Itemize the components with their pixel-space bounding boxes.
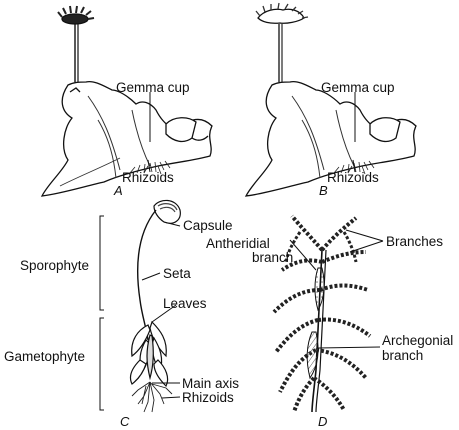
panel-letter-b: B xyxy=(319,183,328,198)
gemma-cup-b xyxy=(370,118,400,142)
label-antheridial-line2: branch xyxy=(252,250,293,265)
antheridiophore-disc-a xyxy=(58,6,94,24)
branched-plant-d xyxy=(274,216,370,412)
archegoniophore-disc-b xyxy=(256,3,308,23)
label-gametophyte: Gametophyte xyxy=(4,349,85,364)
label-rhizoids-c: Rhizoids xyxy=(182,390,234,405)
label-archegonial-line2: branch xyxy=(382,348,423,363)
thallus-b xyxy=(246,3,416,196)
label-leaves: Leaves xyxy=(163,296,207,311)
branch-group-d xyxy=(274,216,370,412)
leaders-d xyxy=(290,230,383,348)
label-gemma-cup-b: Gemma cup xyxy=(321,80,395,95)
label-sporophyte: Sporophyte xyxy=(20,258,89,273)
label-archegonial-line1: Archegonial xyxy=(382,333,453,348)
stalk-a xyxy=(75,24,78,82)
label-capsule: Capsule xyxy=(183,218,233,233)
stalk-b xyxy=(279,24,282,82)
gemma-cup-a xyxy=(166,118,196,142)
label-branches: Branches xyxy=(386,234,443,249)
panel-letter-d: D xyxy=(318,414,327,429)
label-gemma-cup-a: Gemma cup xyxy=(116,80,190,95)
label-main-axis: Main axis xyxy=(182,376,239,391)
panel-letter-a: A xyxy=(114,183,123,198)
leaves-c xyxy=(130,322,167,386)
label-rhizoids-a: Rhizoids xyxy=(122,170,174,185)
label-seta: Seta xyxy=(163,266,191,281)
label-rhizoids-b: Rhizoids xyxy=(327,170,379,185)
panel-letter-c: C xyxy=(120,414,129,429)
label-antheridial-line1: Antheridial xyxy=(206,236,270,251)
thallus-a xyxy=(42,6,212,196)
